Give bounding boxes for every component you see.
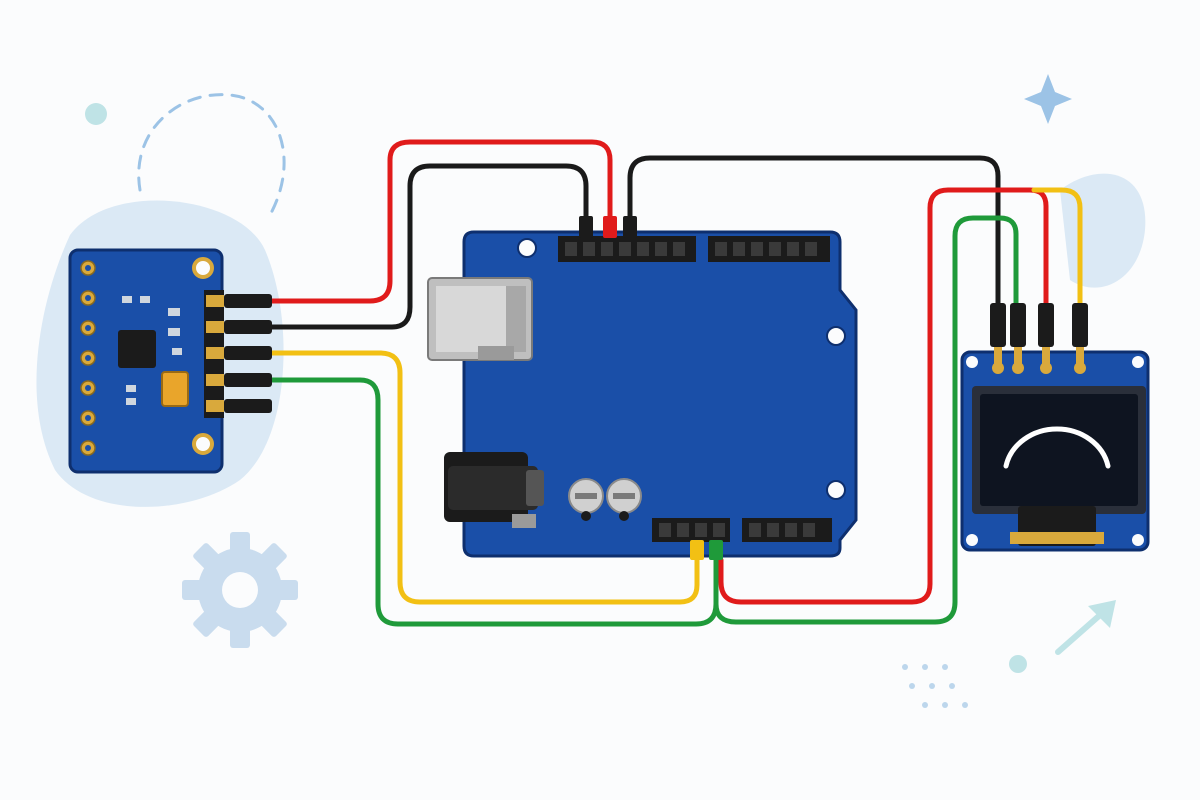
sparkle-icon: [1024, 74, 1072, 124]
wire-black-display: [627, 155, 1001, 308]
mount-hole: [826, 480, 846, 500]
mount-hole: [966, 534, 978, 546]
barrel-jack-icon: [444, 452, 544, 528]
wire-green-sensor: [269, 377, 719, 627]
wire-yellow-display: [1031, 187, 1083, 308]
wires: [269, 139, 1083, 627]
top-header-left: [558, 236, 696, 262]
display-screen: [980, 394, 1138, 506]
mount-hole: [192, 433, 214, 455]
mount-hole: [1132, 534, 1144, 546]
arc-icon: [1003, 426, 1111, 469]
mount-hole: [517, 238, 537, 258]
mount-hole: [826, 326, 846, 346]
gear-icon: [182, 532, 298, 648]
sensor-header: [204, 290, 272, 418]
wire-green-display: [713, 215, 1019, 625]
wire-yellow-sensor: [269, 350, 700, 605]
sensor-capacitor: [161, 371, 189, 407]
top-header-right: [708, 236, 830, 262]
bottom-header-right: [742, 518, 832, 542]
sensor-chip: [118, 330, 156, 368]
arrow-icon: [1055, 600, 1116, 655]
dashed-arc-icon: [137, 93, 286, 217]
dots-icon: [902, 664, 968, 708]
microcontroller-board-icon: [427, 216, 858, 560]
display-header-pins: [990, 303, 1088, 365]
teal-dot-icon: [1009, 655, 1027, 673]
usb-b-port-icon: [427, 277, 533, 361]
capacitor-icon: [606, 478, 642, 521]
mount-hole: [966, 356, 978, 368]
bottom-header-left: [652, 518, 730, 542]
wire-red-sensor: [269, 139, 613, 304]
mount-hole: [1132, 356, 1144, 368]
wire-black-sensor: [269, 163, 589, 330]
sensor-breakout-board-icon: [68, 248, 272, 474]
capacitor-icon: [568, 478, 604, 521]
pin-plugs: [579, 216, 723, 560]
mount-hole: [192, 257, 214, 279]
teal-dot-icon: [85, 103, 107, 125]
oled-display-module-icon: [960, 303, 1150, 552]
